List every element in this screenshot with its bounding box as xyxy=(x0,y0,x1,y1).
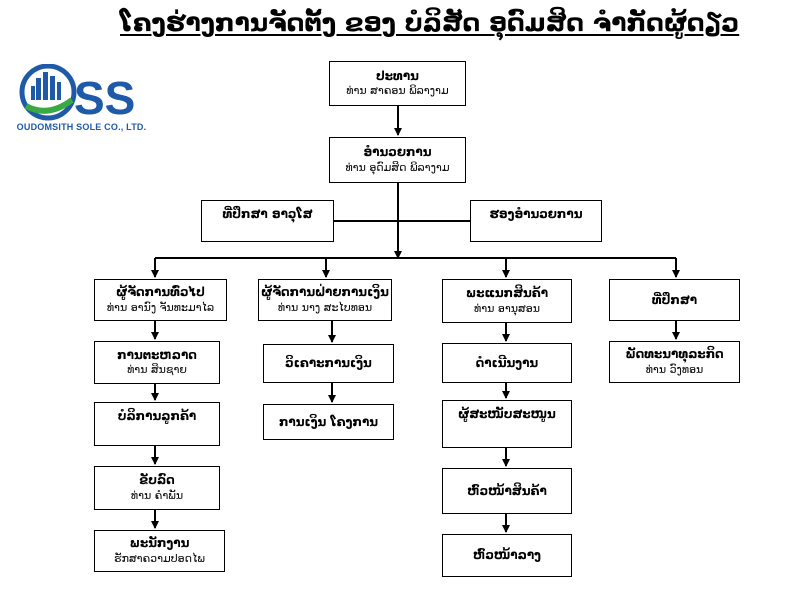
box-finance-manager: ຜູ້ຈັດການຝ່າຍການເງິນ ທ່ານ ນາງ ສະໄບທອນ xyxy=(258,279,392,321)
marketing-title: ການຕະຫລາດ xyxy=(117,347,197,362)
technician-head-title: ຫົວໜ້າລາງ xyxy=(473,548,541,563)
box-technician-head: ຫົວໜ້າລາງ xyxy=(442,534,572,577)
business-development-name: ທ່ານ ວົງທອນ xyxy=(645,362,704,376)
box-operations: ດຳເນີນງານ xyxy=(442,343,572,383)
staff-subtitle: ຮັກສາຄວາມປອດໄພ xyxy=(114,551,205,565)
stock-head-title: ຫົວໜ້າສິນຄ້າ xyxy=(467,483,547,498)
box-finance-analysis: ວິເຄາະການເງິນ xyxy=(263,344,394,383)
box-advisor-senior: ທີ່ປຶກສາ ອາວຸໂສ xyxy=(201,200,334,242)
box-business-development: ພັດທະນາທຸລະກິດ ທ່ານ ວົງທອນ xyxy=(609,341,740,383)
box-customer-service: ບໍລິການລູກຄ້າ xyxy=(94,402,220,446)
finance-manager-name: ທ່ານ ນາງ ສະໄບທອນ xyxy=(277,300,373,314)
logo-mark: SS xyxy=(74,72,135,124)
finance-manager-title: ຜູ້ຈັດການຝ່າຍການເງິນ xyxy=(261,285,389,300)
stock-department-name: ທ່ານ ອານຸສອນ xyxy=(474,301,540,315)
box-deputy-director: ຮອງອຳນວຍການ xyxy=(470,200,602,242)
advisor-title: ທີ່ປຶກສາ xyxy=(651,292,698,307)
box-stock-department: ພະແນກສິນຄ້າ ທ່ານ ອານຸສອນ xyxy=(442,279,572,323)
business-development-title: ພັດທະນາທຸລະກິດ xyxy=(625,347,724,362)
staff-title: ພະນັກງານ xyxy=(129,536,190,551)
box-director: ອຳນວຍການ ທ່ານ ອຸດົມສິດ ພິລາງາມ xyxy=(329,137,466,183)
box-stock-head: ຫົວໜ້າສິນຄ້າ xyxy=(442,468,572,514)
coordination-title: ຜູ້ສະໜັບສະໜູນ xyxy=(458,407,556,421)
finance-analysis-title: ວິເຄາະການເງິນ xyxy=(285,356,372,371)
logo-emblem-icon xyxy=(19,64,77,121)
box-advisor: ທີ່ປຶກສາ xyxy=(609,279,740,321)
president-name: ທ່ານ ສາຄອນ ພິລາງາມ xyxy=(346,84,449,98)
box-coordination: ຜູ້ສະໜັບສະໜູນ xyxy=(442,400,572,448)
page-title: ໂຄງຮ່າງການຈັດຕັ້ງ ຂອງ ບໍລິສັດ ອຸດົມສິດ ຈ… xyxy=(120,8,740,37)
box-production: ຂັບລົດ ທ່ານ ຄຳພັນ xyxy=(94,466,220,510)
director-name: ທ່ານ ອຸດົມສິດ ພິລາງາມ xyxy=(345,160,450,174)
stock-department-title: ພະແນກສິນຄ້າ xyxy=(465,286,549,301)
box-president: ປະທານ ທ່ານ ສາຄອນ ພິລາງາມ xyxy=(329,61,466,106)
advisor-senior-title: ທີ່ປຶກສາ ອາວຸໂສ xyxy=(222,207,313,221)
finance-accounting-title: ການເງິນ ໂຄງການ xyxy=(278,414,379,429)
box-marketing: ການຕະຫລາດ ທ່ານ ສິນຊາຍ xyxy=(94,341,220,384)
company-logo: SS xyxy=(19,64,135,124)
production-title: ຂັບລົດ xyxy=(139,473,175,488)
general-manager-name: ທ່ານ ອານົງ ຈັນທະມາໄລ xyxy=(106,300,215,314)
customer-service-title: ບໍລິການລູກຄ້າ xyxy=(117,409,197,423)
production-name: ທ່ານ ຄຳພັນ xyxy=(130,488,184,502)
logo-company-name: OUDOMSITH SOLE CO., LTD. xyxy=(16,122,147,132)
box-staff: ພະນັກງານ ຮັກສາຄວາມປອດໄພ xyxy=(94,530,225,572)
president-title: ປະທານ xyxy=(376,68,419,83)
deputy-director-title: ຮອງອຳນວຍການ xyxy=(489,207,583,221)
box-general-manager: ຜູ້ຈັດການທົ່ວໄປ ທ່ານ ອານົງ ຈັນທະມາໄລ xyxy=(94,279,227,321)
general-manager-title: ຜູ້ຈັດການທົ່ວໄປ xyxy=(116,285,205,300)
marketing-name: ທ່ານ ສິນຊາຍ xyxy=(127,363,187,377)
director-title: ອຳນວຍການ xyxy=(363,145,432,160)
operations-title: ດຳເນີນງານ xyxy=(475,355,539,370)
box-finance-accounting: ການເງິນ ໂຄງການ xyxy=(263,404,394,440)
